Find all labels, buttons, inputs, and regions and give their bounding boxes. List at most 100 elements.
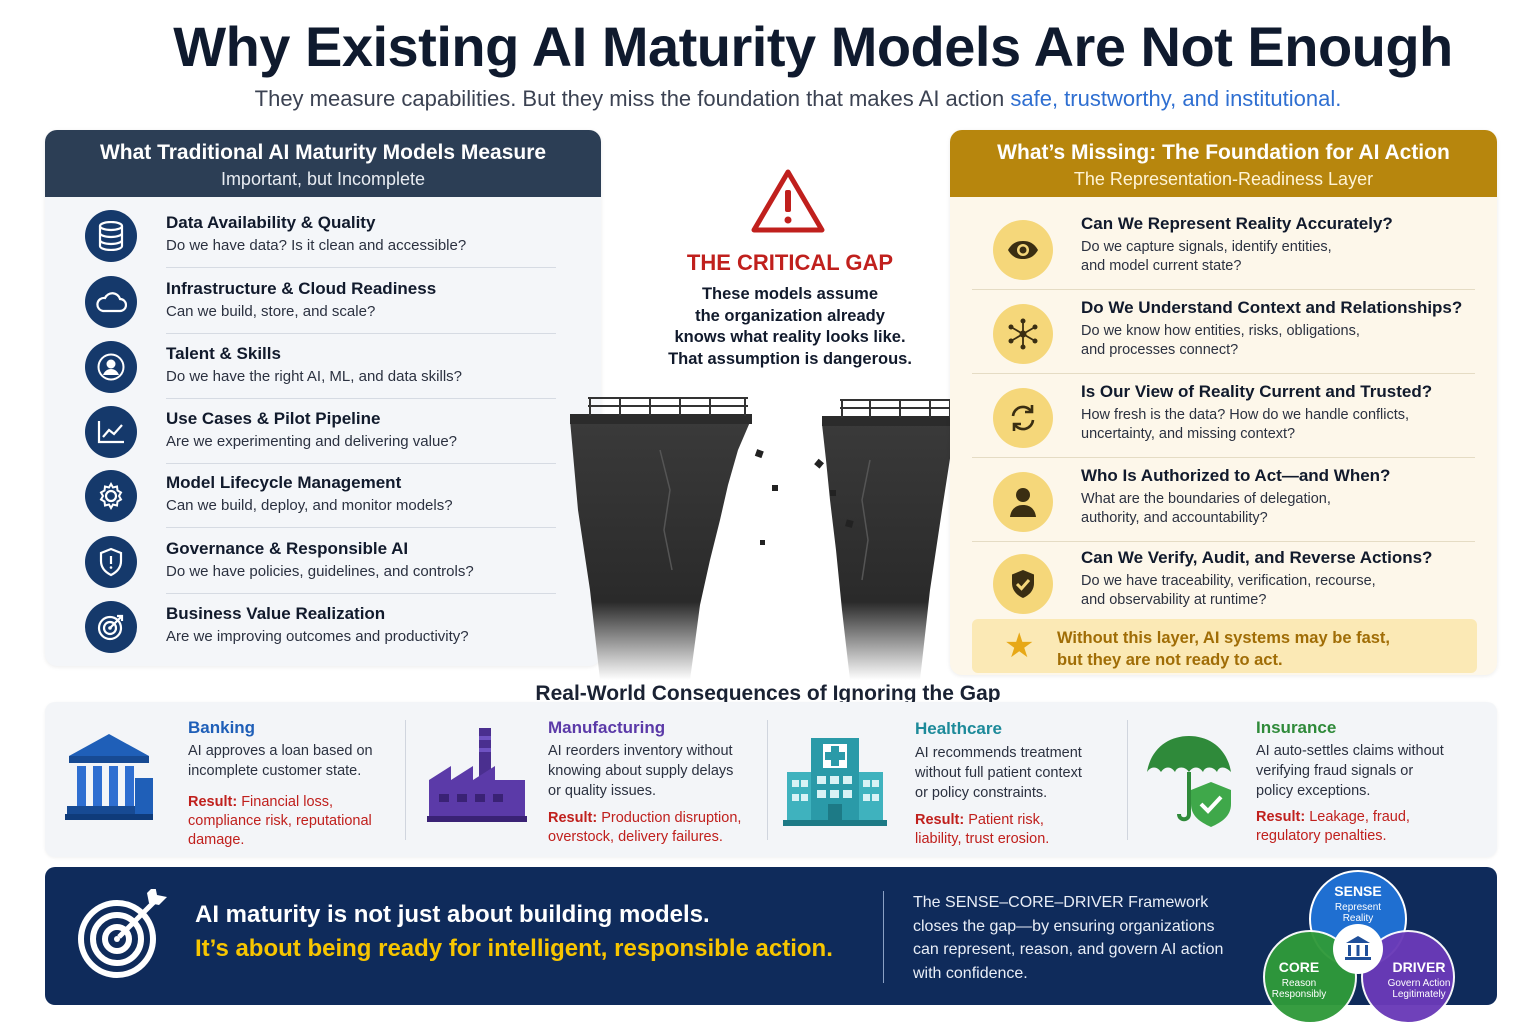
divider: [972, 289, 1475, 290]
warning-triangle-icon: [750, 168, 826, 239]
left-panel-heading: What Traditional AI Maturity Models Meas…: [99, 141, 547, 164]
venn-sense-sub: Reality: [1343, 913, 1374, 924]
right-item-title: Can We Verify, Audit, and Reverse Action…: [1081, 548, 1433, 567]
left-item-desc: Are we experimenting and delivering valu…: [166, 433, 458, 450]
right-panel-subheading: The Representation-Readiness Layer: [1073, 169, 1374, 189]
divider: [972, 541, 1475, 542]
framework-text: The SENSE–CORE–DRIVER Framework closes t…: [913, 891, 1243, 985]
gap-line: knows what reality looks like.: [674, 328, 906, 346]
result-line: liability, trust erosion.: [915, 831, 1050, 847]
desc-line: and observability at runtime?: [1081, 592, 1267, 608]
factory-icon: [427, 724, 527, 829]
person-icon: [993, 472, 1053, 532]
industry-result: Result: Leakage, fraud,regulatory penalt…: [1256, 808, 1410, 846]
warning-note: ★ Without this layer, AI systems may be …: [972, 619, 1477, 673]
divider: [883, 891, 884, 983]
desc-line: Do we have traceability, verification, r…: [1081, 573, 1376, 589]
left-panel-header: What Traditional AI Maturity Models Meas…: [45, 130, 601, 197]
desc-line: or policy constraints.: [915, 785, 1048, 801]
left-item-data: Data Availability & Quality Do we have d…: [45, 204, 601, 268]
gap-line: These models assume: [701, 285, 879, 303]
hospital-icon: [783, 732, 887, 833]
left-item-title: Governance & Responsible AI: [166, 539, 409, 558]
desc-line: incomplete customer state.: [188, 763, 362, 779]
result-label: Result:: [548, 810, 598, 826]
result-line: Production disruption,: [601, 810, 742, 826]
desc-line: or quality issues.: [548, 783, 656, 799]
divider: [166, 398, 556, 399]
framework-line: with confidence.: [913, 964, 1028, 982]
divider: [166, 463, 556, 464]
desc-line: and processes connect?: [1081, 342, 1239, 358]
industry-desc: AI approves a loan based on incomplete cu…: [188, 741, 373, 781]
divider: [767, 720, 768, 840]
gap-line: That assumption is dangerous.: [668, 349, 912, 368]
industry-name: Banking: [188, 718, 256, 737]
network-icon: [993, 304, 1053, 364]
consequence-insurance: Insurance AI auto-settles claims without…: [1129, 714, 1489, 849]
divider: [166, 267, 556, 268]
desc-line: authority, and accountability?: [1081, 510, 1268, 526]
right-item-desc: How fresh is the data? How do we handle …: [1081, 406, 1471, 444]
result-line: compliance risk, reputational: [188, 813, 372, 829]
banner-line1: AI maturity is not just about building m…: [195, 901, 710, 928]
left-panel-subheading: Important, but Incomplete: [220, 169, 426, 189]
industry-result: Result: Production disruption, overstock,…: [548, 809, 741, 847]
right-item-verify: Can We Verify, Audit, and Reverse Action…: [950, 542, 1497, 624]
left-item-desc: Can we build, deploy, and monitor models…: [166, 497, 453, 514]
right-item-title: Is Our View of Reality Current and Trust…: [1081, 382, 1433, 401]
desc-line: Do we know how entities, risks, obligati…: [1081, 323, 1360, 339]
venn-sense-label: SENSE: [1334, 883, 1381, 899]
result-line: overstock, delivery failures.: [548, 829, 723, 845]
divider: [972, 373, 1475, 374]
target-arrow-icon: [75, 885, 167, 986]
gap-line: the organization already: [695, 306, 885, 325]
left-item-business-value: Business Value Realization Are we improv…: [45, 595, 601, 659]
gear-icon: [85, 470, 137, 522]
left-item-title: Infrastructure & Cloud Readiness: [166, 279, 437, 298]
framework-line: closes the gap—by ensuring organizations: [913, 917, 1215, 935]
desc-line: uncertainty, and missing context?: [1081, 426, 1296, 442]
result-line: Financial loss,: [241, 794, 334, 810]
industry-result: Result: Financial loss,compliance risk, …: [188, 793, 372, 850]
left-item-title: Model Lifecycle Management: [166, 473, 402, 492]
left-item-governance: Governance & Responsible AI Do we have p…: [45, 530, 601, 594]
missing-foundation-panel: What’s Missing: The Foundation for AI Ac…: [950, 130, 1497, 675]
right-item-desc: What are the boundaries of delegation, au…: [1081, 490, 1471, 528]
bank-icon: [65, 732, 153, 827]
venn-driver-label: DRIVER: [1393, 959, 1446, 975]
framework-pre: The: [913, 894, 946, 911]
subtitle-highlight: safe, trustworthy, and institutional.: [1010, 86, 1342, 111]
trend-chart-icon: [85, 406, 137, 458]
result-label: Result:: [1256, 809, 1306, 825]
desc-line: and model current state?: [1081, 258, 1242, 274]
star-icon: ★: [1004, 627, 1035, 665]
sense-core-driver-venn: SENSE Represent Reality CORE Reason Resp…: [1255, 867, 1500, 1024]
database-icon: [85, 210, 137, 262]
left-item-title: Use Cases & Pilot Pipeline: [166, 409, 381, 428]
industry-name: Manufacturing: [548, 718, 666, 737]
desc-line: knowing about supply delays: [548, 763, 734, 779]
page-title: Why Existing AI Maturity Models Are Not …: [173, 15, 1453, 78]
note-line: Without this layer, AI systems may be fa…: [1057, 629, 1391, 647]
left-item-title: Data Availability & Quality: [166, 213, 376, 232]
critical-gap-title: THE CRITICAL GAP: [686, 250, 894, 275]
right-item-context: Do We Understand Context and Relationshi…: [950, 292, 1497, 374]
desc-line: without full patient context: [915, 765, 1082, 781]
left-item-infrastructure: Infrastructure & Cloud Readiness Can we …: [45, 270, 601, 334]
right-item-desc: Do we have traceability, verification, r…: [1081, 572, 1471, 610]
industry-result: Result: Patient risk,liability, trust er…: [915, 811, 1049, 849]
left-item-desc: Do we have the right AI, ML, and data sk…: [166, 368, 462, 385]
conclusion-banner: AI maturity is not just about building m…: [45, 867, 1497, 1024]
refresh-icon: [993, 388, 1053, 448]
venn-core-sub: Responsibly: [1272, 989, 1326, 1000]
result-line: damage.: [188, 832, 245, 848]
right-item-current: Is Our View of Reality Current and Trust…: [950, 376, 1497, 458]
desc-line: AI approves a loan based on: [188, 743, 373, 759]
person-icon: [85, 341, 137, 393]
critical-gap-text: These models assume the organization alr…: [640, 284, 940, 370]
desc-line: What are the boundaries of delegation,: [1081, 491, 1331, 507]
